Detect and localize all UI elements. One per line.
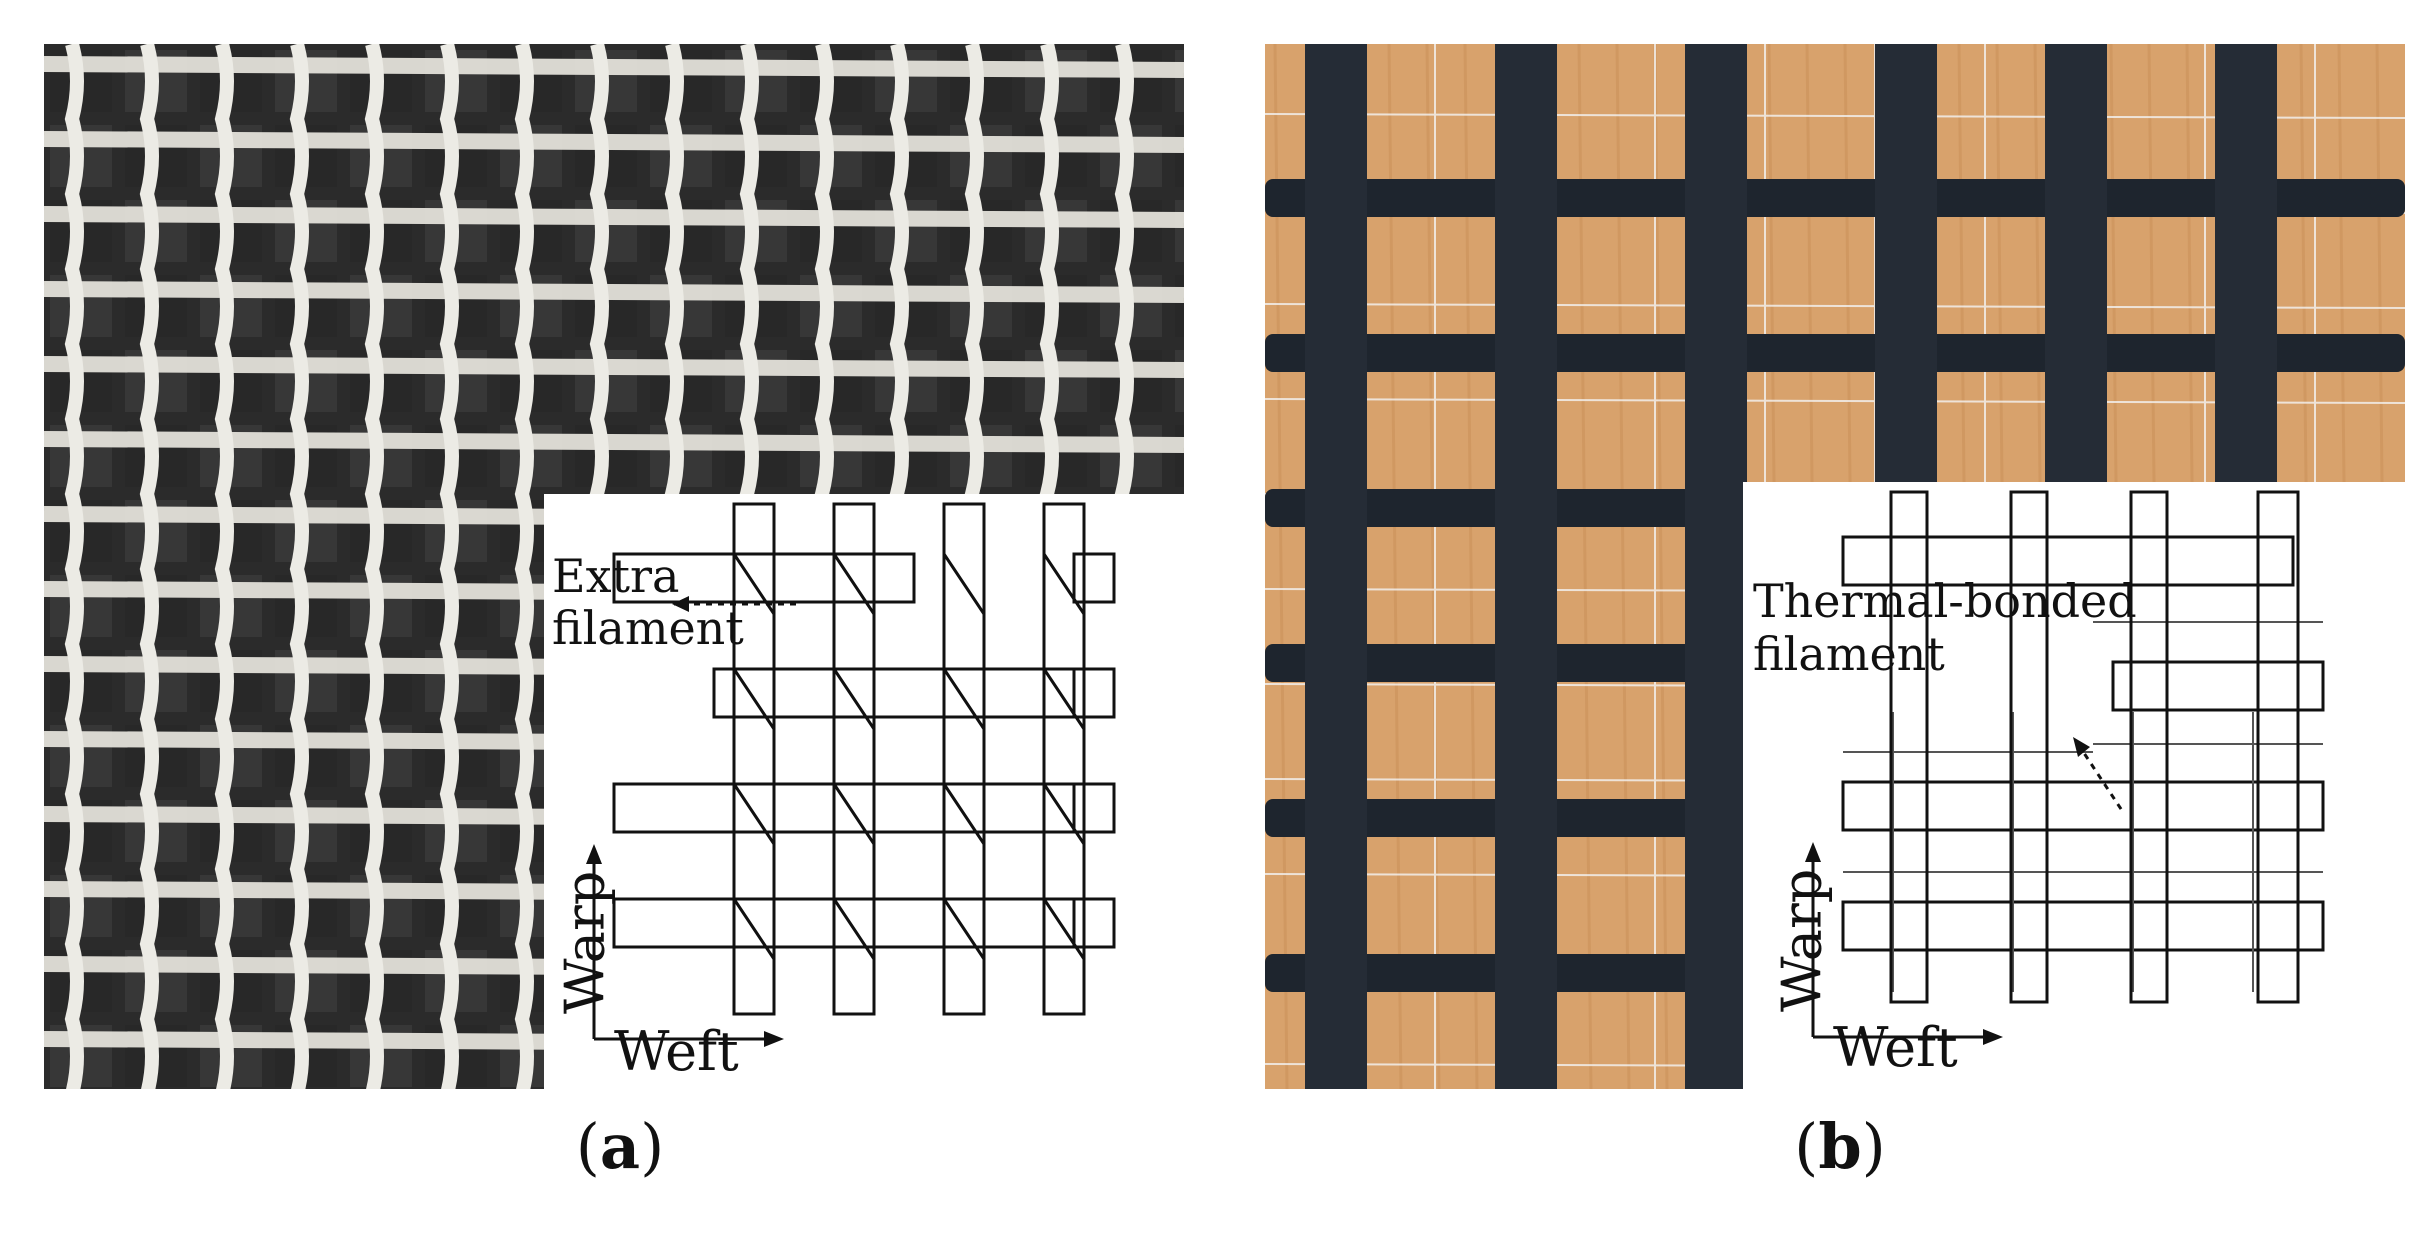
- twist-mark: [942, 668, 986, 730]
- carbon-warp-strand: [1305, 44, 1367, 1089]
- weave-diagram-a: [586, 502, 1116, 1047]
- callout-label-line1: Extra: [552, 549, 680, 603]
- panel-b-image: Thermal-bonded filament Warp Weft: [1265, 44, 2405, 1089]
- weft-strand: [44, 281, 1184, 303]
- twist-mark: [732, 668, 776, 730]
- twist-mark: [942, 898, 986, 960]
- twist-mark: [1042, 898, 1086, 960]
- wood-grain: [1463, 44, 1479, 1089]
- weave-schematic-inset-b: Thermal-bonded filament Warp Weft: [1743, 482, 2405, 1089]
- twist-mark: [1042, 553, 1086, 615]
- carbon-warp-strand: [1685, 44, 1747, 1089]
- weft-strand: [44, 206, 1184, 228]
- wood-grain: [1653, 44, 1669, 1089]
- caption-close-paren: ): [640, 1110, 665, 1183]
- fabric-cell: [1175, 200, 1184, 262]
- fabric-cell: [1175, 350, 1184, 412]
- warp-strand: [139, 44, 159, 1089]
- twist-mark: [942, 783, 986, 845]
- wood-grain: [1387, 44, 1403, 1089]
- wood-grain: [1425, 44, 1441, 1089]
- warp-column: [1042, 502, 1086, 1016]
- fabric-cell: [1175, 425, 1184, 487]
- twist-mark: [832, 783, 876, 845]
- wood-grain: [1615, 44, 1631, 1089]
- warp-strand: [514, 44, 534, 1089]
- twist-mark: [732, 783, 776, 845]
- twist-mark: [1042, 783, 1086, 845]
- caption-open-paren: (: [1794, 1110, 1819, 1183]
- weave-schematic-inset-a: Extra filament Warp Weft: [544, 494, 1184, 1089]
- weave-diagram-b: [1805, 490, 2325, 1045]
- panel-b-caption: (b): [1740, 1110, 1940, 1183]
- warp-strand: [214, 44, 234, 1089]
- fabric-cell: [1175, 125, 1184, 187]
- carbon-warp-strand: [1495, 44, 1557, 1089]
- caption-close-paren: ): [1861, 1110, 1886, 1183]
- caption-letter: a: [599, 1110, 641, 1183]
- caption-letter: b: [1818, 1110, 1862, 1183]
- panel-a-image: Extra filament Warp Weft: [44, 44, 1184, 1089]
- fabric-cell: [1175, 275, 1184, 337]
- twist-mark: [832, 553, 876, 615]
- weft-strand: [44, 431, 1184, 453]
- warp-axis-label: Warp: [1770, 868, 1834, 1013]
- callout-label-line2: filament: [552, 601, 744, 655]
- warp-axis-label: Warp: [553, 870, 617, 1015]
- twist-mark: [732, 898, 776, 960]
- warp-strand: [439, 44, 459, 1089]
- warp-strand: [289, 44, 309, 1089]
- warp-column: [942, 502, 986, 1016]
- warp-strand: [64, 44, 84, 1089]
- twist-mark: [832, 668, 876, 730]
- twist-mark: [832, 898, 876, 960]
- weft-strand: [44, 356, 1184, 378]
- wood-grain: [1577, 44, 1593, 1089]
- weft-strand: [44, 56, 1184, 78]
- twist-mark: [1042, 668, 1086, 730]
- caption-open-paren: (: [575, 1110, 600, 1183]
- panel-a-caption: (a): [520, 1110, 720, 1183]
- wood-grain: [1273, 44, 1289, 1089]
- callout-label-line1: Thermal-bonded: [1753, 574, 2137, 628]
- weft-strand: [44, 131, 1184, 153]
- warp-column: [732, 502, 776, 1016]
- warp-strand: [364, 44, 384, 1089]
- twist-mark: [942, 553, 986, 615]
- weft-axis-label: Weft: [614, 1020, 739, 1083]
- weft-axis-label: Weft: [1833, 1016, 1958, 1079]
- callout-label-line2: filament: [1753, 627, 1945, 681]
- warp-column: [832, 502, 876, 1016]
- fabric-cell: [1175, 50, 1184, 112]
